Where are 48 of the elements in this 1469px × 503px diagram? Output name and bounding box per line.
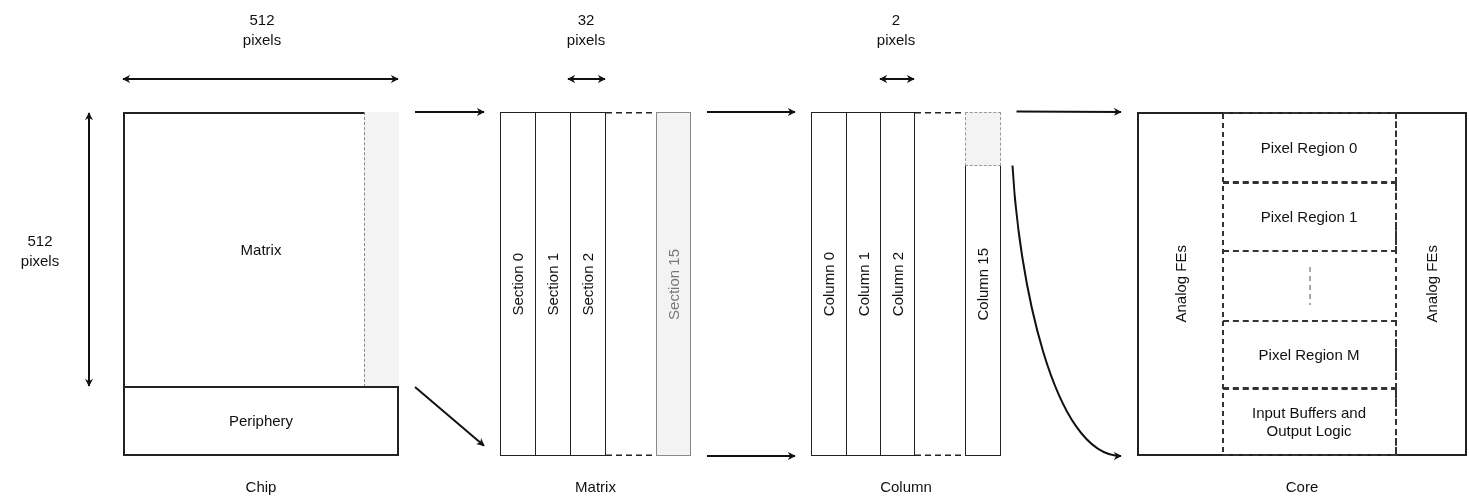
panel-caption: Matrix xyxy=(574,478,617,495)
panel-caption: Chip xyxy=(244,478,278,495)
block-label: Pixel Region 0 xyxy=(1260,138,1358,157)
chip-box xyxy=(123,112,399,456)
arrow xyxy=(1015,107,1122,116)
strip-box xyxy=(880,112,915,456)
strip-box xyxy=(811,112,847,456)
region-box xyxy=(1223,388,1397,456)
strip-box xyxy=(500,112,536,456)
block-label: Section 15 xyxy=(664,248,683,320)
strip-box xyxy=(535,112,571,456)
highlighted-strip xyxy=(364,112,399,387)
arrow xyxy=(414,386,485,447)
region-box xyxy=(1223,182,1397,252)
strip-box xyxy=(965,112,1001,456)
arrow xyxy=(706,108,796,116)
block-label: Section 0 xyxy=(509,252,527,316)
strip-box xyxy=(570,112,606,456)
dimension-label: 512 pixels xyxy=(241,10,283,49)
dimension-label: 2 pixels xyxy=(875,10,917,49)
region-box xyxy=(1223,320,1397,389)
dimension-label: 512 pixels xyxy=(19,231,61,270)
block-label: Periphery xyxy=(228,412,294,430)
block-label: Section 1 xyxy=(544,252,562,316)
block-label: Column 15 xyxy=(974,247,992,321)
block-label: Analog FEs xyxy=(1422,245,1441,323)
arrow xyxy=(1011,164,1122,459)
block-label: Section 2 xyxy=(579,252,597,316)
arrow xyxy=(414,108,485,116)
strip-box xyxy=(846,112,881,456)
stack-panel xyxy=(811,112,1001,456)
block-label: Pixel Region M xyxy=(1258,345,1360,364)
block-label: Analog FEs xyxy=(1171,245,1190,323)
block-label: Column 2 xyxy=(888,251,907,317)
highlighted-strip-box xyxy=(656,112,691,456)
block-label: Column 1 xyxy=(854,251,873,317)
stack-panel xyxy=(500,112,691,456)
block-label: Pixel Region 1 xyxy=(1260,208,1358,226)
block-label: Matrix xyxy=(240,240,282,259)
block-label: Input Buffers and Output Logic xyxy=(1251,404,1367,440)
dimension-label: 32 pixels xyxy=(565,10,607,49)
arrow xyxy=(706,452,796,460)
block-label: Column 0 xyxy=(820,251,838,317)
region-box xyxy=(1223,112,1397,183)
panel-caption: Column xyxy=(879,478,933,495)
core-box xyxy=(1137,112,1467,456)
highlighted-block xyxy=(964,111,1001,166)
panel-caption: Core xyxy=(1284,478,1320,495)
